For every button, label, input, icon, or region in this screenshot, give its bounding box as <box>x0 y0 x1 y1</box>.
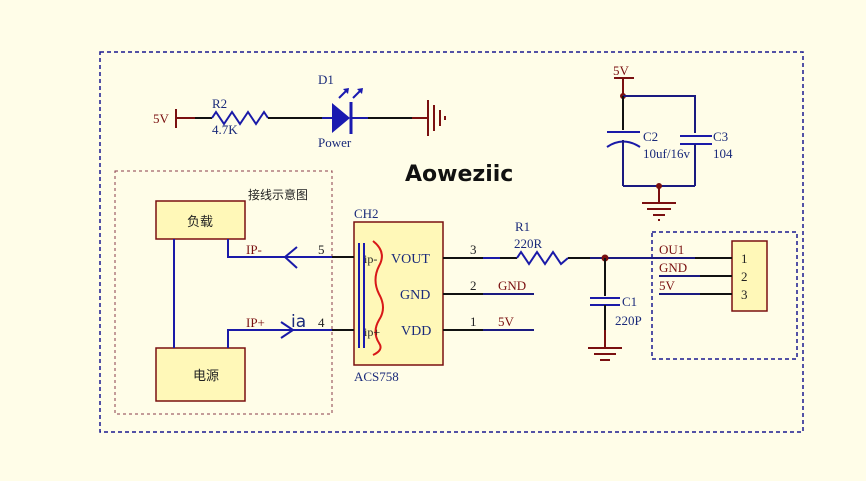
wiring-caption: 接线示意图 <box>248 187 308 202</box>
current-label: ia <box>291 312 306 332</box>
arrow-right-icon <box>280 321 295 339</box>
pin-vdd-name: VDD <box>401 324 431 339</box>
net-gnd-label: GND <box>659 260 687 275</box>
load-box <box>155 200 246 240</box>
rc-filter: R1 220R C1 220P <box>514 219 740 361</box>
net-5v-label: 5V <box>659 278 676 293</box>
pin-ip-minus: ip- <box>364 252 377 266</box>
sensor-ref: CH2 <box>354 206 379 221</box>
r2-ref: R2 <box>212 96 227 111</box>
led-power-label: 5V <box>153 111 170 126</box>
sensor-part: ACS758 <box>354 369 399 384</box>
wiring-frame <box>114 170 333 415</box>
pin-4-num: 4 <box>318 315 325 330</box>
board-title: Aoweziic <box>405 162 513 187</box>
r1-ref: R1 <box>515 219 530 234</box>
pin-vout-name: VOUT <box>391 252 430 267</box>
ip-minus-label: IP- <box>246 242 262 257</box>
conn-pin-2: 2 <box>741 269 748 284</box>
pin-3-num: 3 <box>470 242 477 257</box>
pin-5-num: 5 <box>318 242 325 257</box>
net-ou1-label: OU1 <box>659 242 684 257</box>
ip-plus-label: IP+ <box>246 315 265 330</box>
coil-icon <box>372 240 384 356</box>
conn-pin-1: 1 <box>741 251 748 266</box>
ground-icon <box>427 100 446 136</box>
c1-value: 220P <box>615 313 642 328</box>
source-label: 电源 <box>193 369 219 384</box>
resistor-r2-icon <box>211 110 269 126</box>
led-d1-icon <box>332 88 368 134</box>
connector-frame <box>651 231 798 360</box>
led-circuit: 5V R2 4.7K D1 Power <box>153 72 446 150</box>
d1-label: Power <box>318 135 352 150</box>
capacitor-c1-icon <box>590 297 620 306</box>
sensor-body <box>353 221 444 366</box>
outer-frame <box>99 51 804 433</box>
c2-ref: C2 <box>643 129 658 144</box>
source-box <box>155 347 246 402</box>
pin-1-num: 1 <box>470 314 477 329</box>
resistor-r1-icon <box>516 250 569 266</box>
decoupling-power-label: 5V <box>613 63 630 78</box>
c2-value: 10uf/16v <box>643 146 690 161</box>
gnd-net-label: GND <box>498 278 526 293</box>
r2-value: 4.7K <box>212 122 238 137</box>
5v-net-label: 5V <box>498 314 515 329</box>
c3-ref: C3 <box>713 129 728 144</box>
load-label: 负载 <box>187 215 213 230</box>
arrow-left-icon <box>283 246 298 269</box>
pin-gnd-name: GND <box>400 288 430 303</box>
ground-icon <box>588 330 622 361</box>
capacitor-c3-icon <box>680 135 712 145</box>
pin-2-num: 2 <box>470 278 477 293</box>
pin-ip-plus: ip+ <box>364 325 380 339</box>
connector-body <box>731 240 768 312</box>
decoupling-circuit: 5V C2 10uf/16v C3 104 <box>606 63 733 221</box>
r1-value: 220R <box>514 236 543 251</box>
wiring-diagram: 接线示意图 负载 电源 IP- IP+ ia <box>114 170 355 415</box>
c3-value: 104 <box>713 146 733 161</box>
output-connector: OU1 GND 5V 1 2 3 <box>651 231 798 360</box>
current-sensor: CH2 ACS758 5 4 ip- ip+ VOUT GND VDD 3 2 … <box>318 206 534 384</box>
ground-icon <box>642 186 676 221</box>
d1-ref: D1 <box>318 72 334 87</box>
conn-pin-3: 3 <box>741 287 748 302</box>
c1-ref: C1 <box>622 294 637 309</box>
